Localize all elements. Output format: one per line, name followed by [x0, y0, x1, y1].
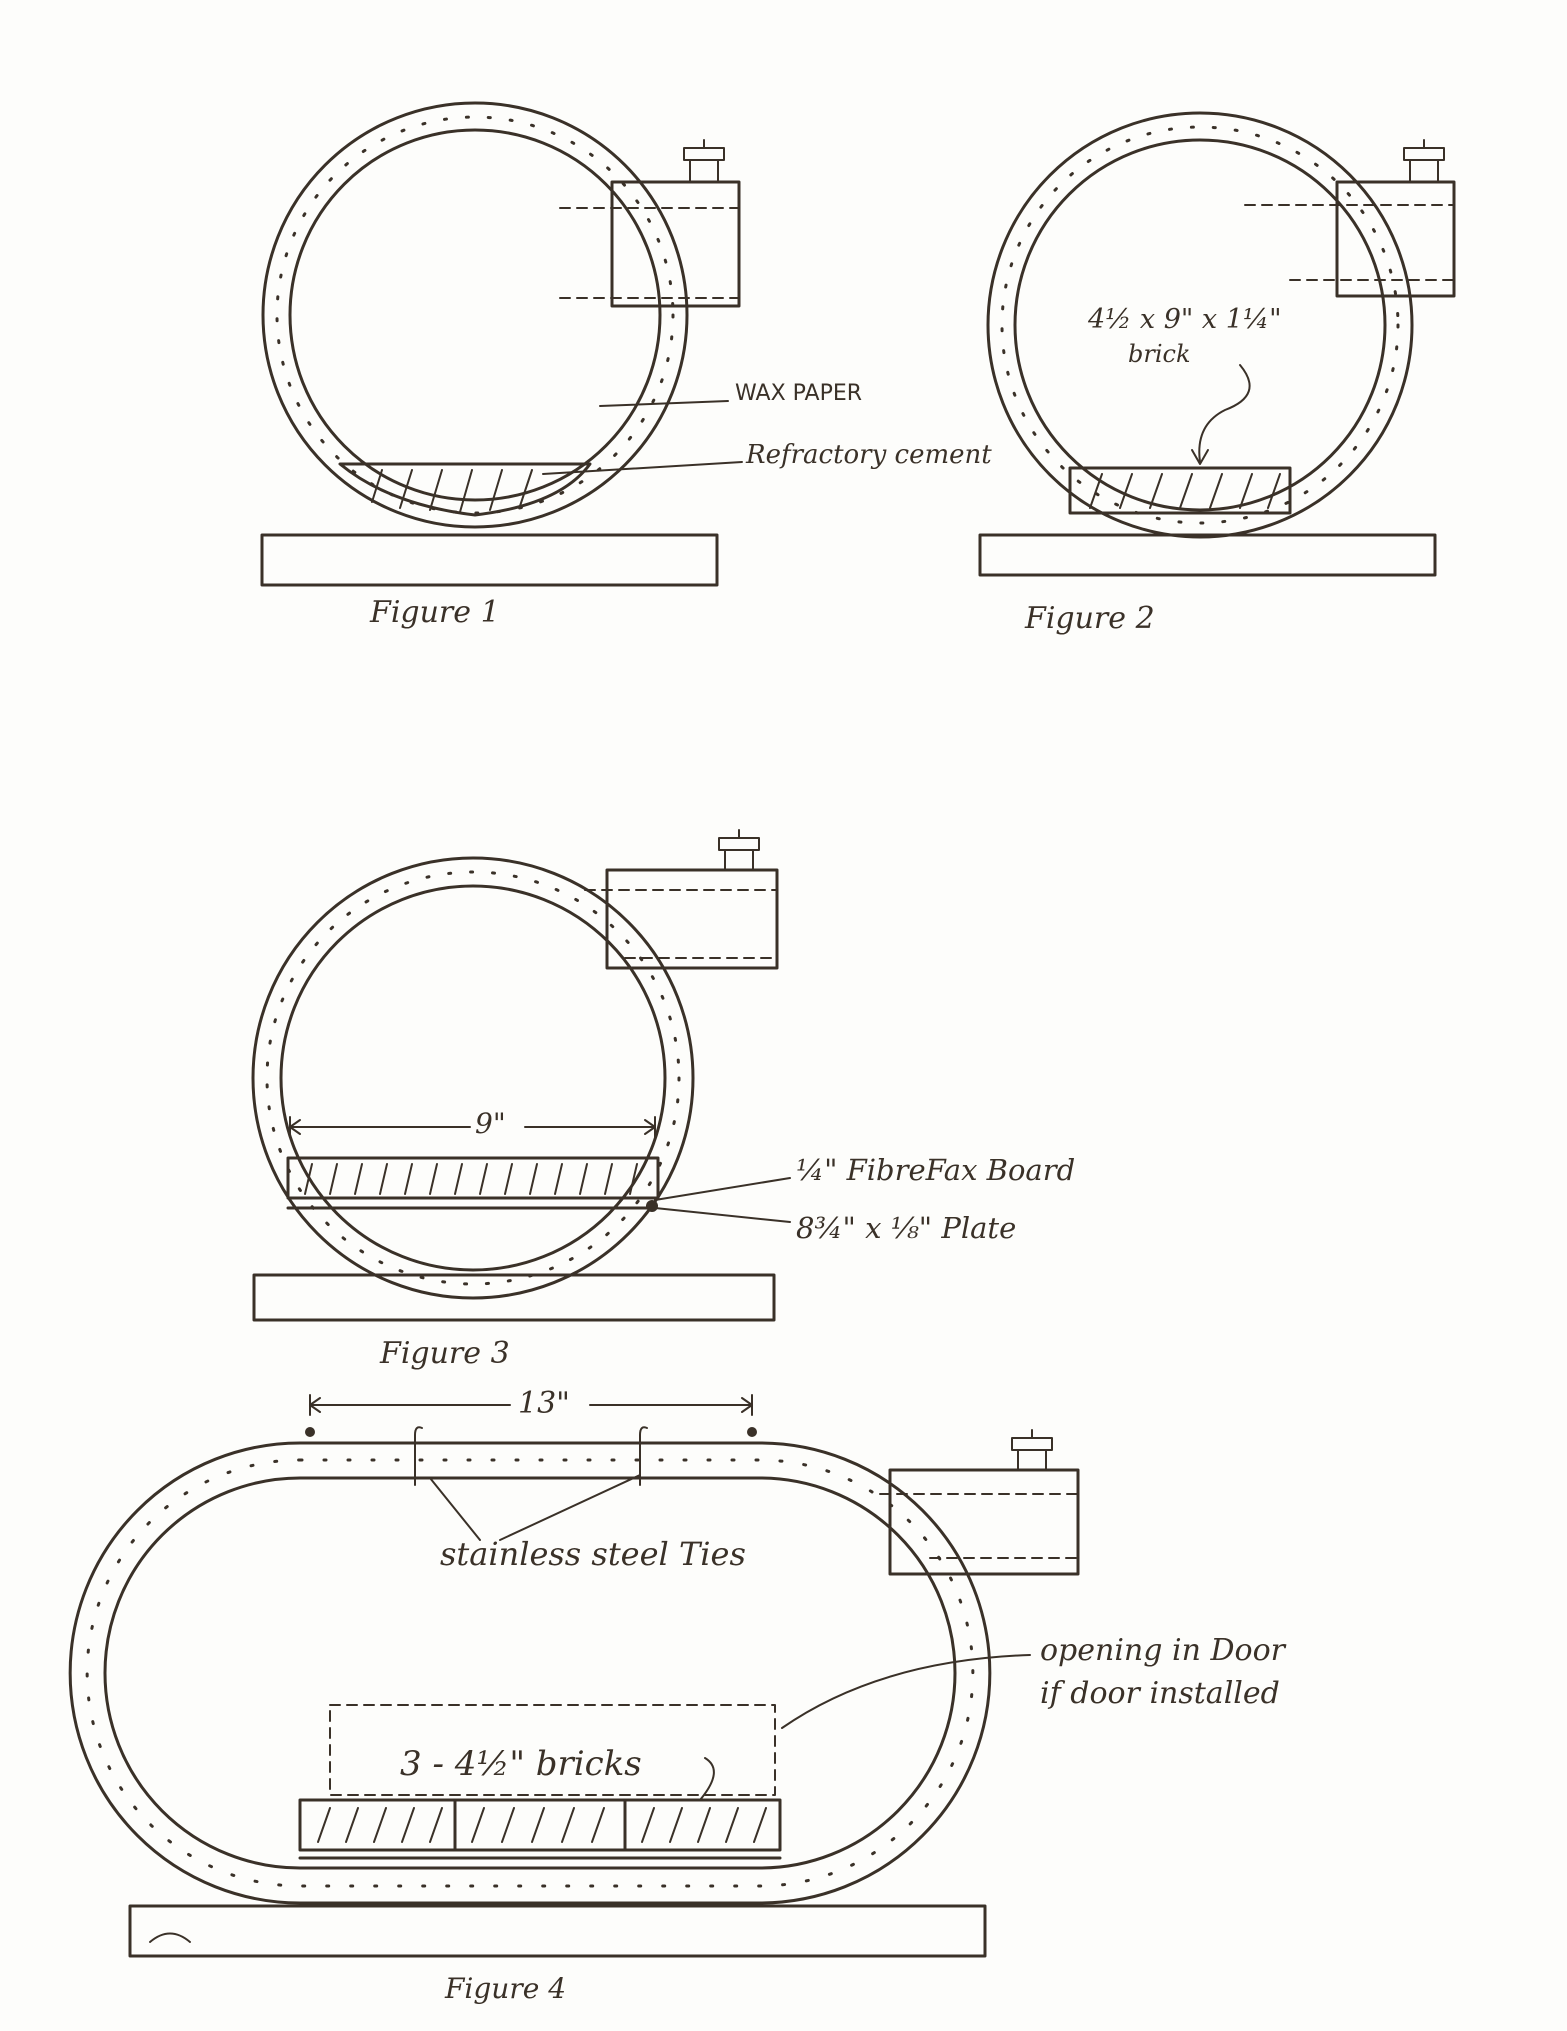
figure-2-label-brick: brick	[1128, 340, 1191, 368]
figure-3-outer-shell	[251, 856, 695, 1300]
figure-4-bricks-leader	[699, 1757, 715, 1801]
figure-1-label-wax-paper: WAX PAPER	[735, 381, 862, 406]
figure-2-brick	[1068, 466, 1292, 515]
figure-1-cement-leader	[542, 461, 743, 475]
figure-3-inner-shell	[279, 884, 667, 1272]
figure-2-outer-shell	[986, 111, 1414, 539]
figure-2-burner-port	[1335, 180, 1456, 298]
figure-4-ties	[305, 1426, 757, 1486]
figure-4: 13" stainless steel Ties 3 - 4½" bricks …	[68, 1386, 1287, 2005]
figure-3-board-leader	[654, 1177, 791, 1201]
figure-2-arrowhead-icon	[1191, 449, 1209, 465]
figure-1-insulation-dots	[275, 115, 675, 515]
figure-3-leader-dot	[646, 1200, 658, 1212]
figure-3: 9" ¼" FibreFax Board 8¾" x ⅛" Plate Figu…	[251, 829, 1075, 1371]
figure-1-burner-port	[610, 180, 741, 308]
figure-4-opening-leader	[781, 1654, 1031, 1729]
figure-4-burner-port	[888, 1468, 1080, 1576]
figure-4-label-bricks: 3 - 4½" bricks	[400, 1744, 642, 1784]
figure-4-bricks	[298, 1798, 782, 1860]
figure-4-label-ties: stainless steel Ties	[440, 1535, 746, 1573]
figure-4-valve-icon	[1011, 1429, 1053, 1471]
figure-4-base	[128, 1904, 987, 1958]
figure-1-label-cement: Refractory cement	[745, 440, 992, 470]
figure-2-label-brick-size: 4½ x 9" x 1¼"	[1087, 304, 1282, 335]
figure-3-valve-icon	[718, 829, 760, 871]
figure-4-outer-shell	[68, 1441, 992, 1905]
figure-1-base	[260, 533, 719, 587]
figure-3-label-plate: 8¾" x ⅛" Plate	[796, 1211, 1016, 1245]
figure-2-inner-shell	[1013, 138, 1387, 512]
figure-2-valve-icon	[1403, 139, 1445, 183]
figure-4-caption: Figure 4	[444, 1972, 566, 2005]
figure-4-label-opening: opening in Door	[1040, 1633, 1287, 1668]
figure-1-valve-icon	[683, 139, 725, 183]
figure-4-label-if-door: if door installed	[1040, 1676, 1280, 1711]
figure-4-door-opening	[329, 1704, 776, 1796]
figure-4-tie-leader-right	[499, 1474, 641, 1541]
figure-2-base	[978, 533, 1437, 577]
figure-4-dimension-13in	[309, 1394, 753, 1416]
figure-1-refractory-slab	[338, 462, 592, 517]
figure-3-plate-leader	[654, 1207, 791, 1223]
figure-1-inner-shell	[288, 128, 662, 502]
figure-3-insulation-dots	[265, 870, 681, 1286]
figure-3-burner-port	[605, 868, 779, 970]
figure-3-label-9in: 9"	[475, 1107, 506, 1140]
figure-4-base-mark	[149, 1932, 191, 1943]
figure-4-inner-shell	[103, 1476, 957, 1870]
figure-4-insulation-dots	[85, 1458, 975, 1888]
figure-4-label-13in: 13"	[518, 1386, 570, 1421]
figure-1-outer-shell	[261, 101, 689, 529]
figure-2-brick-leader	[1198, 364, 1251, 463]
figure-2-caption: Figure 2	[1024, 601, 1155, 636]
figure-3-dimension-9in	[289, 1116, 656, 1138]
figure-3-caption: Figure 3	[379, 1336, 510, 1371]
figure-3-base	[252, 1273, 776, 1322]
figure-1: WAX PAPER Refractory cement Figure 1	[260, 101, 992, 630]
figure-2: 4½ x 9" x 1¼" brick Figure 2	[978, 111, 1456, 636]
figure-3-fibrefax-board	[286, 1156, 660, 1210]
figure-4-tie-leader-left	[429, 1477, 481, 1541]
figure-1-wax-paper-leader	[599, 400, 729, 407]
figure-3-label-board: ¼" FibreFax Board	[796, 1153, 1075, 1187]
figure-1-caption: Figure 1	[369, 595, 500, 630]
figure-2-insulation-dots	[1000, 125, 1400, 525]
